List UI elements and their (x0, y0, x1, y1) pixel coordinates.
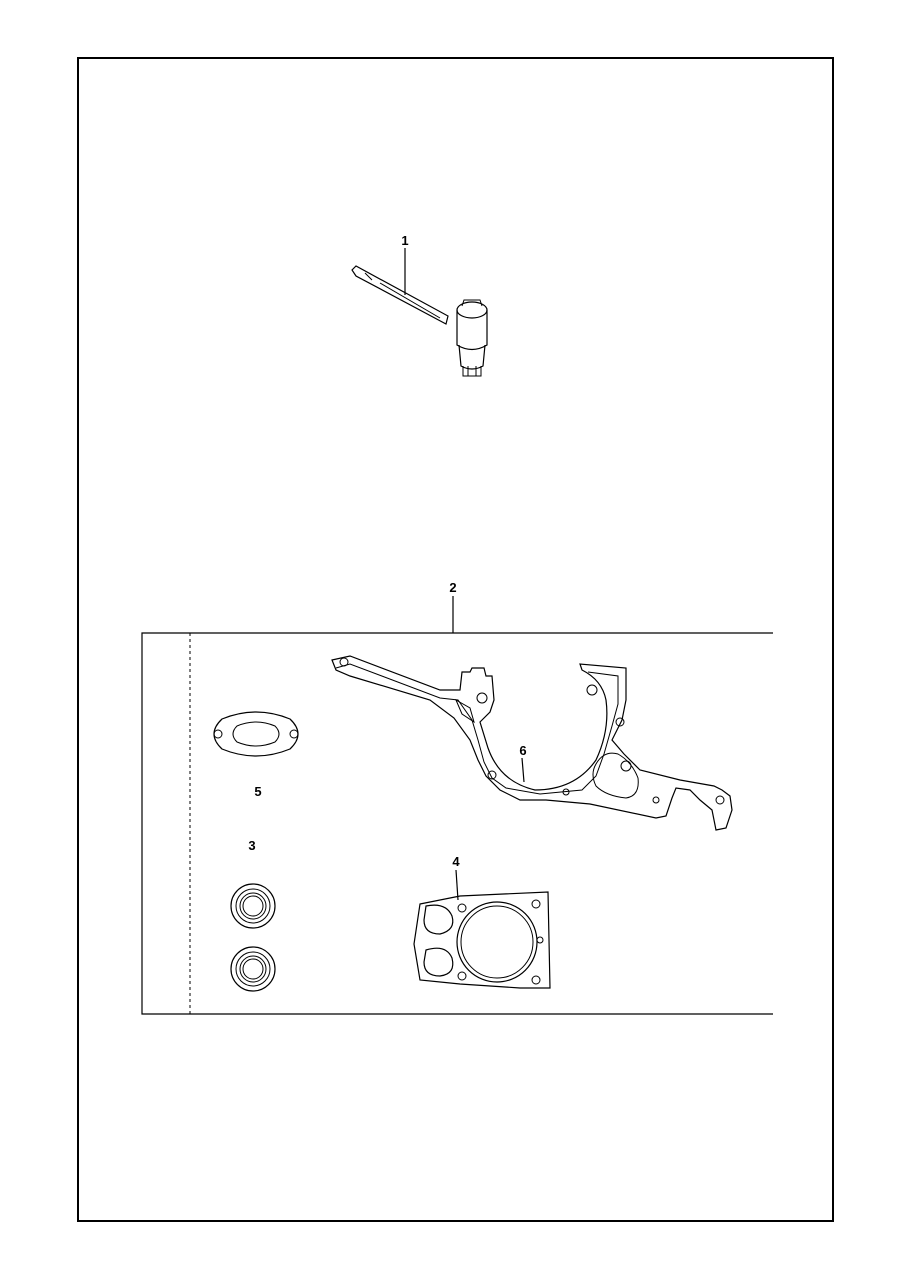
callout-6: 6 (519, 743, 526, 758)
seal-ring-icon (230, 946, 276, 992)
callout-2: 2 (449, 580, 456, 595)
exhaust-gasket-icon (213, 711, 299, 757)
callout-3: 3 (248, 838, 255, 853)
cylinder-gasket-icon (413, 869, 551, 989)
crankcase-gasket-icon (331, 655, 733, 831)
spark-plug-wrench-icon (351, 248, 488, 377)
gasket-kit-panel (141, 596, 773, 1015)
page-frame (77, 57, 834, 1222)
seal-ring-icon (230, 883, 276, 929)
callout-4: 4 (452, 854, 460, 869)
leader-line-6 (521, 757, 525, 783)
callout-1: 1 (401, 233, 408, 248)
leader-line-4 (455, 869, 459, 901)
callout-5: 5 (254, 784, 261, 799)
